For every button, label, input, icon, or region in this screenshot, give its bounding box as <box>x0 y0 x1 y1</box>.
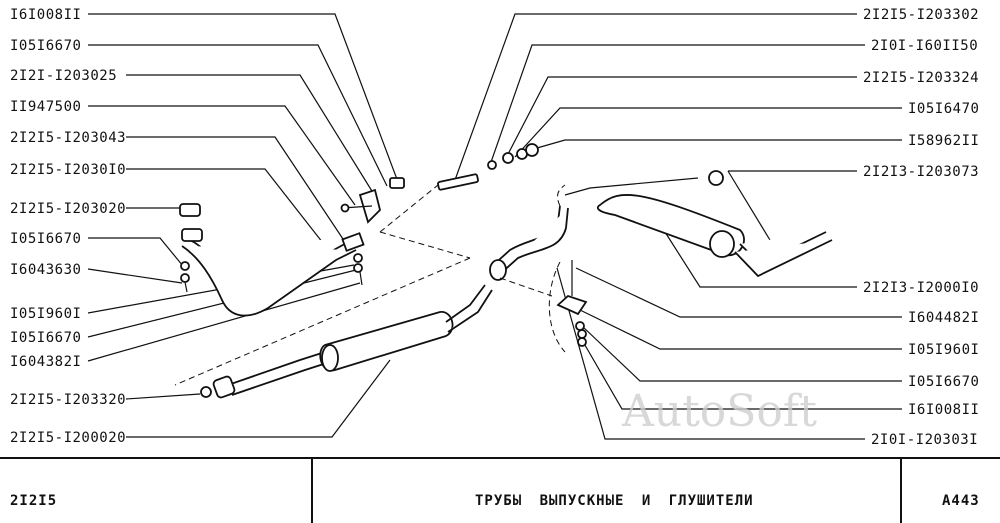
top-fasteners <box>437 143 539 191</box>
title-block: 2I2I5 ТРУБЫ ВЫПУСКНЫЕ И ГЛУШИТЕЛИ А443 <box>0 457 1000 523</box>
callout-right-4: I05I6470 <box>908 101 979 117</box>
callout-left-6: 2I2I5-I2030I0 <box>10 162 126 178</box>
front-pipe <box>179 203 365 317</box>
callout-right-9: I05I960I <box>908 342 979 358</box>
small-fasteners-left <box>180 177 405 293</box>
callout-left-14: 2I2I5-I200020 <box>10 430 126 446</box>
title-block-divider-right <box>900 457 902 523</box>
callout-left-5: 2I2I5-I203043 <box>10 130 126 146</box>
callout-left-9: I6043630 <box>10 262 81 278</box>
callout-right-7: 2I2I3-I2000I0 <box>863 280 979 296</box>
right-leader-lines <box>454 13 902 440</box>
autosoft-watermark: AutoSoft <box>621 386 817 437</box>
callout-right-6: 2I2I3-I203073 <box>863 164 979 180</box>
callout-right-5: I58962II <box>908 133 979 149</box>
right-hanger-fasteners <box>556 260 588 347</box>
model-code: 2I2I5 <box>10 493 58 509</box>
title-block-divider-left <box>311 457 313 523</box>
callout-left-3: 2I2I-I203025 <box>10 68 117 84</box>
assembly-dashed-lines <box>174 184 566 386</box>
callout-right-8: I604482I <box>908 310 979 326</box>
sheet-title: ТРУБЫ ВЫПУСКНЫЕ И ГЛУШИТЕЛИ <box>475 493 754 509</box>
callout-left-10: I05I960I <box>10 306 81 322</box>
callout-right-2: 2I0I-I60II50 <box>871 38 978 54</box>
callout-left-1: I6I008II <box>10 7 81 23</box>
callout-right-11: I6I008II <box>908 402 979 418</box>
callout-right-12: 2I0I-I20303I <box>871 432 978 448</box>
gasket-shape-1 <box>179 203 201 217</box>
rear-muffler <box>489 170 833 281</box>
left-leader-lines <box>87 13 399 438</box>
callout-right-1: 2I2I5-I203302 <box>863 7 979 23</box>
callout-left-7: 2I2I5-I203020 <box>10 201 126 217</box>
callout-left-12: I604382I <box>10 354 81 370</box>
callout-left-13: 2I2I5-I203320 <box>10 392 126 408</box>
sheet-number: А443 <box>942 493 980 509</box>
callout-left-2: I05I6670 <box>10 38 81 54</box>
center-muffler <box>200 284 493 399</box>
title-block-top-border <box>0 457 1000 459</box>
callout-left-11: I05I6670 <box>10 330 81 346</box>
callout-right-3: 2I2I5-I203324 <box>863 70 979 86</box>
gasket-shape-2 <box>181 228 203 242</box>
callout-right-10: I05I6670 <box>908 374 979 390</box>
callout-left-8: I05I6670 <box>10 231 81 247</box>
callout-left-4: II947500 <box>10 99 81 115</box>
